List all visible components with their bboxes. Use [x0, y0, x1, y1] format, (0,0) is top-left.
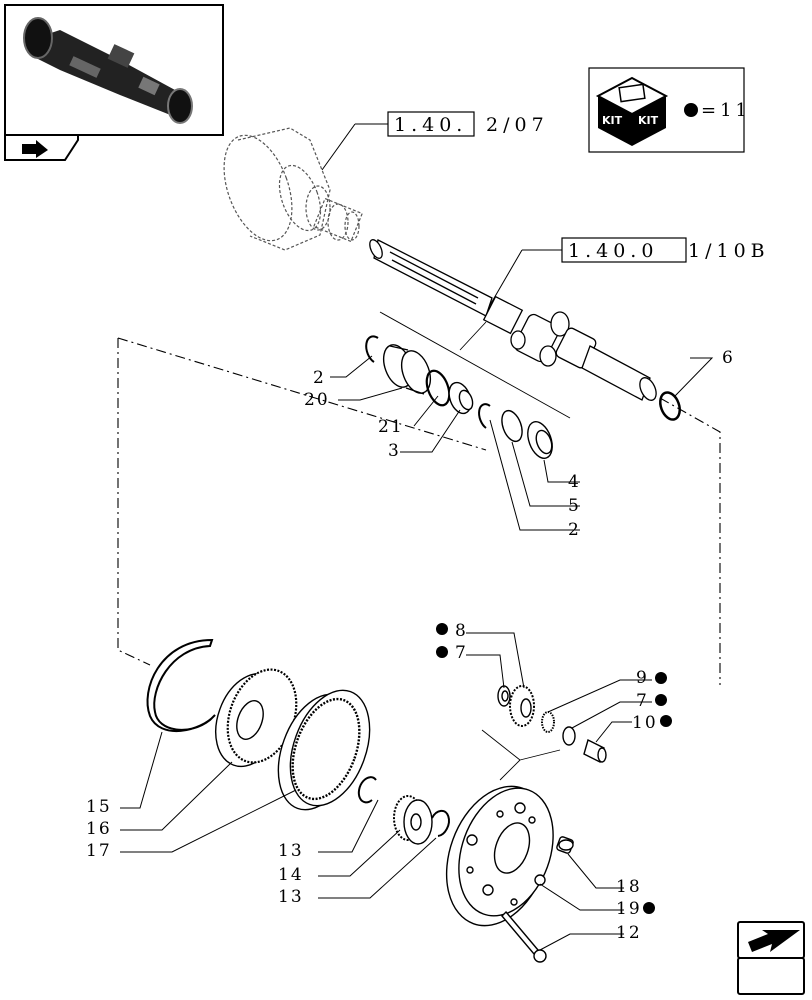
- planetary-group: [146, 638, 607, 963]
- next-page-button[interactable]: [737, 921, 805, 995]
- thumbnail-tab[interactable]: [4, 134, 79, 161]
- drive-shaft: [369, 239, 657, 401]
- snap-ring-15: [146, 638, 216, 732]
- reference-lower-box: 1.40.0: [568, 240, 658, 262]
- reference-lower-tail: 1/10B: [688, 240, 770, 262]
- callout-14[interactable]: 14: [278, 865, 304, 885]
- kit-bullet-19-icon: [643, 902, 655, 914]
- bearing-3: [448, 381, 474, 415]
- callout-15[interactable]: 15: [86, 797, 112, 817]
- callout-13-upper[interactable]: 13: [278, 841, 304, 861]
- kit-legend: KIT KIT =11: [588, 67, 751, 153]
- callout-2-upper[interactable]: 2: [313, 368, 326, 388]
- reference-upper-box: 1.40.: [394, 114, 467, 136]
- universal-joint: [482, 295, 597, 369]
- planet-gear-8: [509, 685, 535, 727]
- circlip-2-lower: [478, 403, 491, 429]
- callout-17[interactable]: 17: [86, 841, 112, 861]
- seal-bearing-group: [365, 335, 681, 459]
- axle-overview-image: [23, 17, 193, 124]
- spacer-5: [501, 409, 523, 443]
- callout-10[interactable]: 10: [632, 713, 658, 733]
- reference-upper-tail: 2/07: [486, 114, 549, 136]
- callout-8[interactable]: 8: [455, 621, 468, 641]
- kit-bullet-7-icon: [436, 646, 448, 658]
- callout-21[interactable]: 21: [378, 417, 404, 437]
- callout-4[interactable]: 4: [568, 472, 581, 492]
- kit-bullet-7b-icon: [655, 694, 667, 706]
- callout-7-left[interactable]: 7: [455, 643, 468, 663]
- kit-box-icon: KIT KIT: [595, 76, 669, 146]
- callout-9[interactable]: 9: [636, 668, 649, 688]
- ring-gear-17: [277, 689, 371, 811]
- callout-6[interactable]: 6: [722, 348, 735, 368]
- callout-12[interactable]: 12: [616, 923, 642, 943]
- kit-label-left: KIT: [602, 114, 623, 127]
- circlip-2-upper: [365, 335, 379, 363]
- callout-2-lower[interactable]: 2: [568, 520, 581, 540]
- callout-labels: 2 20 21 3 4 5 2 6 8 7 9 7 10 15 16 17 13…: [86, 348, 735, 943]
- kit-bullet-icon: [684, 103, 698, 117]
- plug-18: [556, 836, 574, 854]
- planet-gear-14: [393, 795, 433, 845]
- washer-7: [497, 685, 511, 707]
- callout-18[interactable]: 18: [616, 877, 642, 897]
- callout-7-right[interactable]: 7: [636, 691, 649, 711]
- kit-bullet-8-icon: [436, 623, 448, 635]
- reference-lower[interactable]: 1.40.0 1/10B: [485, 237, 770, 313]
- screw-12: [501, 910, 547, 963]
- forward-arrow-icon: [22, 140, 48, 158]
- callout-3[interactable]: 3: [388, 441, 401, 461]
- seal-4: [527, 421, 553, 459]
- callout-20[interactable]: 20: [304, 390, 330, 410]
- needle-bearing-9: [541, 711, 555, 733]
- planet-carrier-19: [445, 785, 554, 927]
- o-ring-21: [425, 369, 451, 407]
- callout-19[interactable]: 19: [616, 899, 642, 919]
- hub-housing-ghost: [223, 127, 363, 251]
- kit-bullet-10-icon: [660, 715, 672, 727]
- kit-legend-text: =11: [701, 100, 751, 121]
- callout-16[interactable]: 16: [86, 819, 112, 839]
- circlip-13-left: [357, 776, 377, 804]
- overview-thumbnail[interactable]: [4, 4, 224, 161]
- callout-leaders: [120, 355, 714, 951]
- ring-gear-carrier-16: [215, 668, 298, 768]
- callout-13-lower[interactable]: 13: [278, 887, 304, 907]
- kit-bullet-9-icon: [655, 672, 667, 684]
- washer-7-right: [562, 726, 576, 746]
- callout-5[interactable]: 5: [568, 496, 581, 516]
- guide-lines-lower: [481, 729, 561, 781]
- arrow-left-icon: [748, 930, 800, 952]
- kit-label-right: KIT: [638, 114, 659, 127]
- ring-6: [659, 391, 681, 421]
- guide-lines-upper: [379, 311, 571, 419]
- circlip-13-right: [431, 809, 450, 837]
- pin-10: [583, 738, 607, 764]
- reference-upper[interactable]: 1.40. 2/07: [321, 111, 549, 171]
- bushing-20: [382, 344, 432, 395]
